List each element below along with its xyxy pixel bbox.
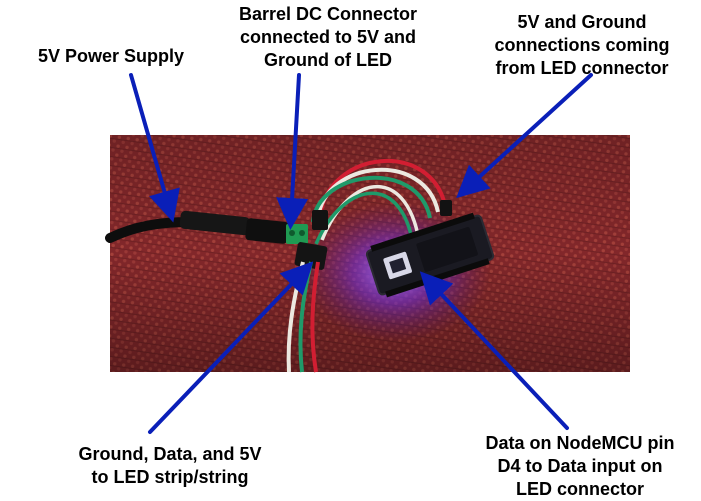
barrel-plug [179, 210, 251, 236]
label-data-pin: Data on NodeMCU pin D4 to Data input on … [460, 432, 700, 501]
label-power-supply: 5V Power Supply [0, 45, 222, 68]
arrow-power-supply [129, 73, 180, 223]
label-line: from LED connector [495, 58, 669, 78]
label-line: connected to 5V and [239, 27, 417, 47]
arrow-strip [148, 261, 314, 434]
label-led-connections: 5V and Ground connections coming from LE… [478, 11, 686, 80]
label-line: 5V Power Supply [37, 46, 185, 66]
arrow-barrel [276, 73, 309, 230]
arrow-data [419, 271, 569, 430]
label-line: LED connector [515, 479, 644, 499]
label-line: 5V and Ground [517, 12, 647, 32]
arrow-led-conn [456, 73, 593, 199]
board-header-top [370, 212, 475, 252]
nodemcu-board [365, 212, 495, 298]
board-module [416, 227, 478, 272]
label-line: Ground, Data, and 5V [78, 444, 262, 464]
label-line: Data on NodeMCU pin [485, 433, 675, 453]
wire-green-arch [311, 175, 432, 223]
label-barrel-connector: Barrel DC Connector connected to 5V and … [203, 3, 453, 72]
terminal-screw-1 [289, 230, 295, 236]
terminal-screw-2 [299, 230, 305, 236]
arrows [129, 73, 593, 434]
label-line: Ground of LED [264, 50, 392, 70]
board-chip-logo [389, 257, 407, 274]
jumper-housing [312, 210, 328, 230]
wire-red-down [310, 261, 320, 373]
photo [105, 135, 630, 373]
label-line: to LED strip/string [91, 467, 249, 487]
jumper-end-top [440, 200, 452, 216]
label-line: Barrel DC Connector [238, 4, 418, 24]
label-line: connections coming [494, 35, 670, 55]
label-line: D4 to Data input on [497, 456, 663, 476]
barrel-jack [245, 218, 289, 244]
label-led-strip: Ground, Data, and 5V to LED strip/string [56, 443, 284, 489]
